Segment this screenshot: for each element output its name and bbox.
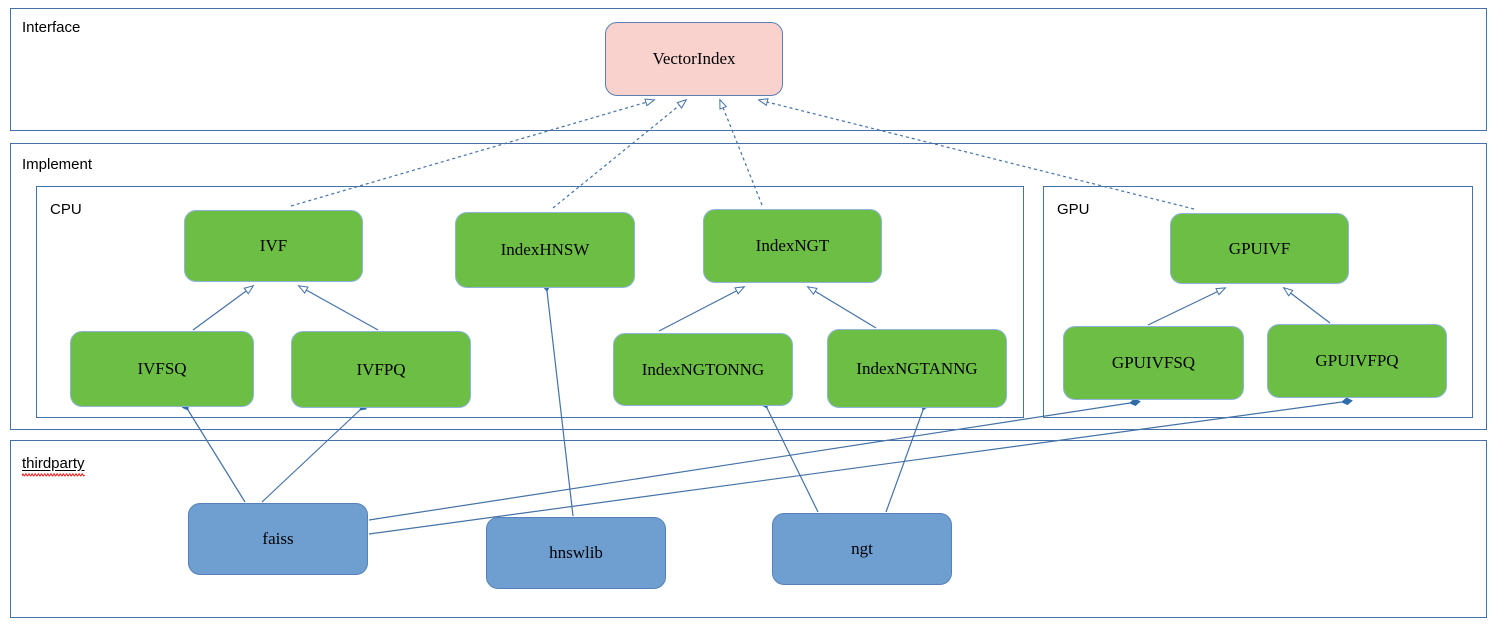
- container-implement: [10, 143, 1487, 430]
- container-thirdparty: [10, 440, 1487, 618]
- container-label-interface: Interface: [22, 19, 81, 36]
- node-ivf[interactable]: IVF: [184, 210, 363, 282]
- container-label-cpu: CPU: [50, 201, 82, 218]
- node-ivfsq[interactable]: IVFSQ: [70, 331, 254, 407]
- edge-indexhnsw-vectorindex: [552, 98, 688, 209]
- edge-faiss-ivfpq: [261, 402, 368, 503]
- edge-gpuivfsq-gpuivf: [1147, 287, 1227, 326]
- node-ngt[interactable]: ngt: [772, 513, 952, 585]
- edge-gpuivfpq-gpuivf: [1282, 286, 1331, 324]
- edge-faiss-gpuivfsq: [368, 398, 1141, 521]
- edge-ngtanng-indexngt: [806, 286, 877, 329]
- edge-gpuivf-vectorindex: [757, 98, 1195, 210]
- node-hnswlib[interactable]: hnswlib: [486, 517, 666, 589]
- node-gpuivfpq[interactable]: GPUIVFPQ: [1267, 324, 1447, 398]
- node-indexngtanng[interactable]: IndexNGTANNG: [827, 329, 1007, 408]
- node-faiss[interactable]: faiss: [188, 503, 368, 575]
- node-vectorindex[interactable]: VectorIndex: [605, 22, 783, 96]
- node-gpuivfsq[interactable]: GPUIVFSQ: [1063, 326, 1244, 400]
- edge-ivfpq-ivf: [297, 285, 379, 331]
- edge-faiss-ivfsq: [182, 400, 246, 503]
- node-gpuivf[interactable]: GPUIVF: [1170, 213, 1349, 284]
- node-indexngtonng[interactable]: IndexNGTONNG: [613, 333, 793, 406]
- edge-ngt-indexngtonng: [761, 398, 819, 513]
- edge-ngtonng-indexngt: [658, 286, 746, 332]
- container-cpu: [36, 186, 1024, 418]
- edge-faiss-gpuivfpq: [368, 397, 1353, 535]
- node-indexngt[interactable]: IndexNGT: [703, 209, 882, 283]
- edge-indexngt-vectorindex: [719, 98, 763, 206]
- node-indexhnsw[interactable]: IndexHNSW: [455, 212, 635, 288]
- edge-ngt-indexngtanng: [885, 399, 929, 513]
- container-gpu: [1043, 186, 1473, 418]
- container-label-gpu: GPU: [1057, 201, 1090, 218]
- edge-hnswlib-indexhnsw: [542, 280, 574, 517]
- edge-ivfsq-ivf: [192, 284, 255, 331]
- node-ivfpq[interactable]: IVFPQ: [291, 331, 471, 408]
- edge-ivf-vectorindex: [290, 98, 656, 207]
- container-interface: [10, 8, 1487, 131]
- container-label-implement: Implement: [22, 156, 93, 173]
